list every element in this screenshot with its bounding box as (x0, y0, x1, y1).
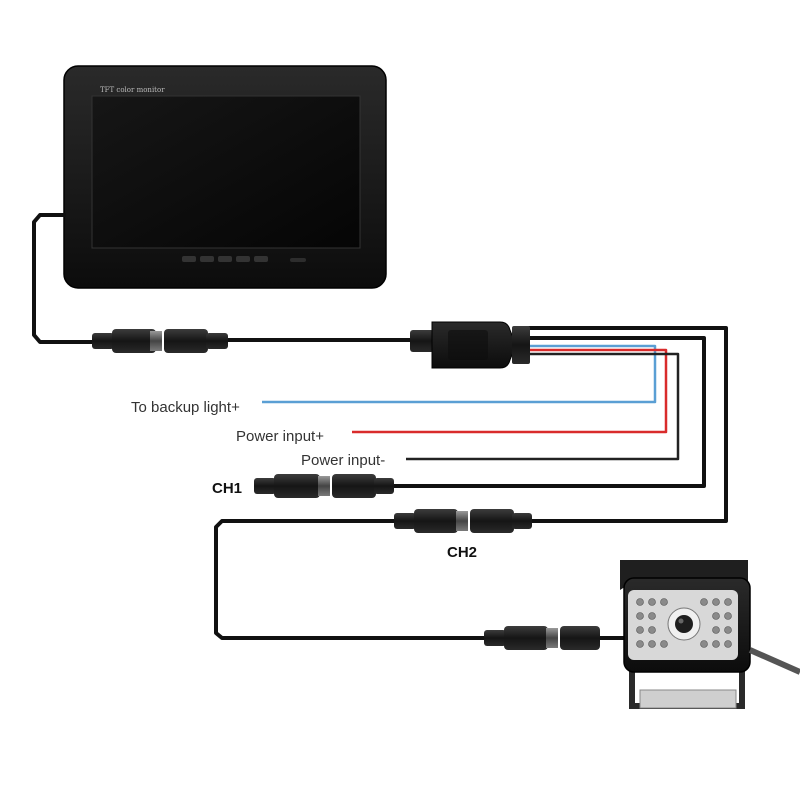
monitor-buttons (182, 256, 306, 262)
cables (32, 213, 728, 640)
monitor-brand-text: TFT color monitor (100, 86, 165, 94)
monitor-button-3[interactable] (218, 256, 232, 262)
camera-connector-pair (484, 626, 600, 650)
ch1-connector-pair (254, 474, 394, 498)
ir-leds (636, 598, 732, 648)
label-ch2: CH2 (447, 544, 477, 561)
backup-light-wire (262, 344, 657, 404)
monitor-button-4[interactable] (236, 256, 250, 262)
camera-rear-cable (748, 647, 800, 675)
label-power-minus: Power input- (301, 452, 385, 469)
monitor-button-1[interactable] (182, 256, 196, 262)
monitor: TFT color monitor (63, 65, 387, 289)
label-power-plus: Power input+ (236, 428, 324, 445)
power-minus-wire (406, 352, 680, 461)
label-backup-light: To backup light+ (131, 399, 240, 416)
backup-camera (620, 560, 800, 709)
label-ch1: CH1 (212, 480, 242, 497)
monitor-screen (91, 95, 361, 249)
camera-cable (214, 519, 490, 640)
ch1-cable (392, 336, 706, 488)
monitor-button-2[interactable] (200, 256, 214, 262)
power-plus-wire (352, 348, 668, 434)
ch2-cable (528, 326, 728, 523)
camera-lens-glare (678, 618, 684, 624)
monitor-connector-pair (92, 329, 228, 353)
monitor-ir-sensor (290, 258, 306, 262)
camera-lens (675, 615, 693, 633)
monitor-button-5[interactable] (254, 256, 268, 262)
ch2-connector-pair (394, 509, 532, 533)
monitor-cable (32, 213, 96, 344)
camera-bracket-plate (639, 689, 737, 709)
splitter-box (410, 321, 530, 369)
